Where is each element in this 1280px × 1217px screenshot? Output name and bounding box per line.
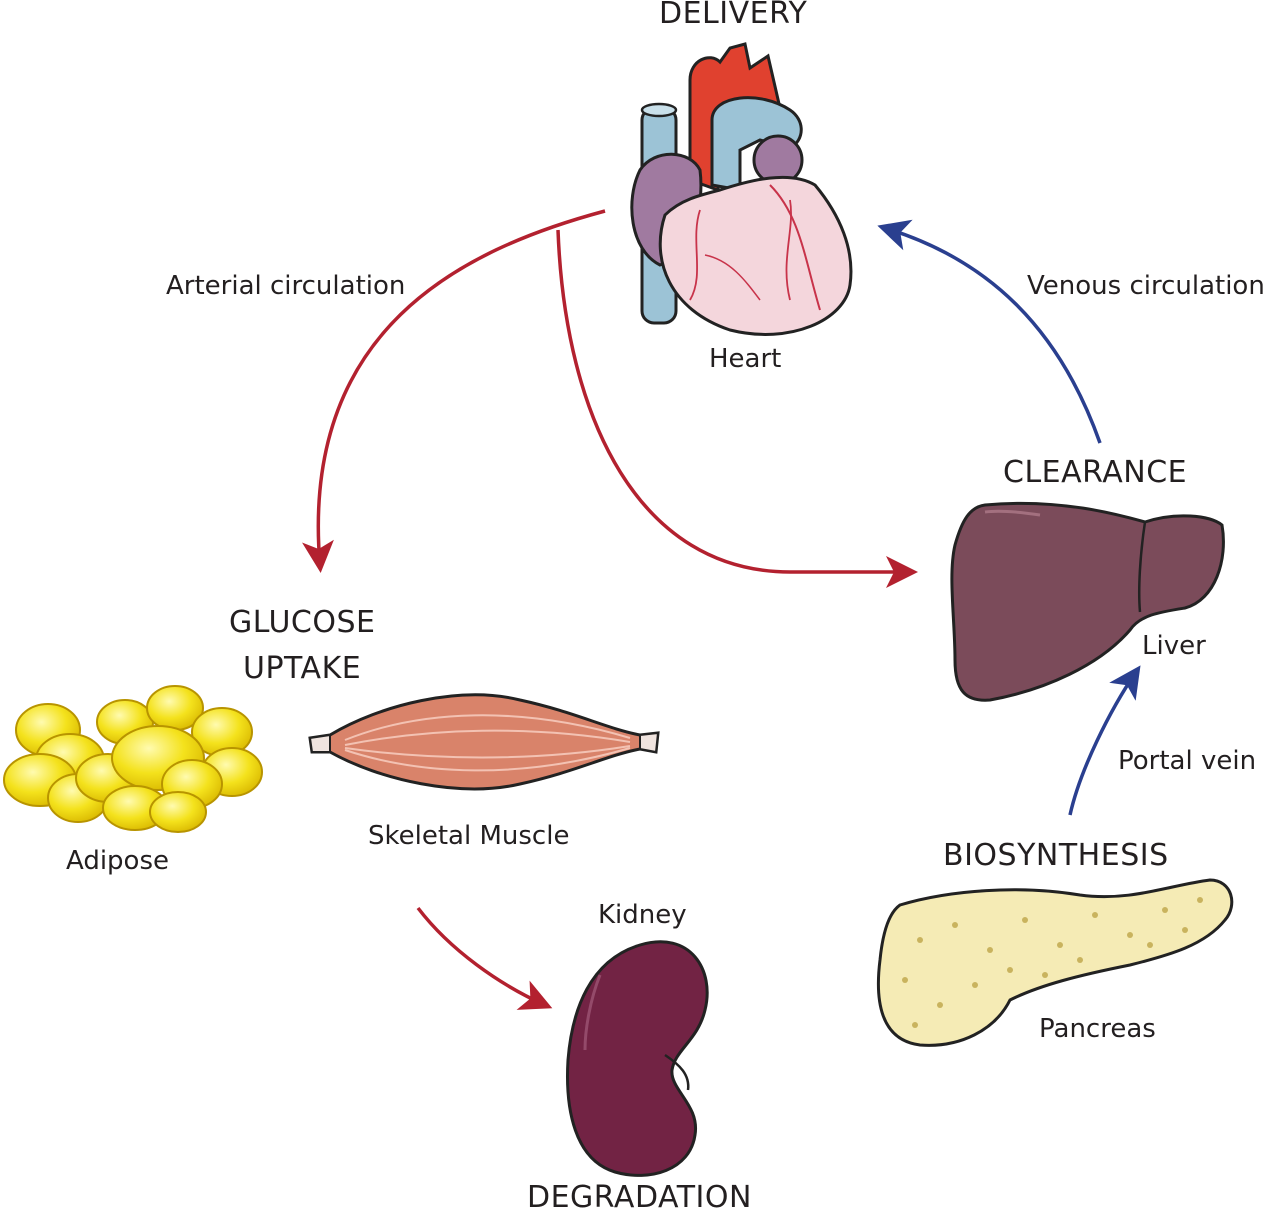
portal-vein-arrow — [1068, 665, 1141, 816]
stage-label-delivery: DELIVERY — [659, 0, 808, 31]
flow-label-portal: Portal vein — [1118, 746, 1257, 776]
organ-label-liver: Liver — [1142, 631, 1206, 661]
organ-label-kidney: Kidney — [598, 900, 687, 930]
arterial-arrow-to-uptake — [302, 209, 606, 573]
stage-label-biosynthesis: BIOSYNTHESIS — [943, 838, 1169, 873]
liver-icon — [950, 501, 1225, 702]
venous-arrow-to-heart — [877, 219, 1102, 444]
kidney-icon — [566, 940, 709, 1177]
heart-icon — [630, 42, 853, 336]
flow-label-venous: Venous circulation — [1027, 271, 1265, 301]
adipose-icon — [3, 685, 263, 833]
organ-label-skeletal-muscle: Skeletal Muscle — [368, 821, 570, 851]
stage-label-degradation: DEGRADATION — [527, 1180, 752, 1215]
stage-label-clearance: CLEARANCE — [1003, 455, 1188, 490]
organ-label-heart: Heart — [709, 344, 782, 374]
organ-label-adipose: Adipose — [66, 846, 170, 876]
venous-arrows — [877, 219, 1141, 816]
organ-label-pancreas: Pancreas — [1039, 1014, 1156, 1044]
arterial-arrows — [302, 209, 918, 1010]
arterial-arrow-to-liver — [556, 229, 918, 588]
pancreas-icon — [876, 878, 1234, 1047]
stage-label-glucose-uptake-line2: UPTAKE — [243, 651, 362, 686]
arterial-arrow-to-kidney — [416, 906, 553, 1010]
skeletal-muscle-icon — [308, 693, 660, 791]
stage-label-glucose-uptake-line1: GLUCOSE — [229, 605, 376, 640]
flow-label-arterial: Arterial circulation — [166, 271, 406, 301]
